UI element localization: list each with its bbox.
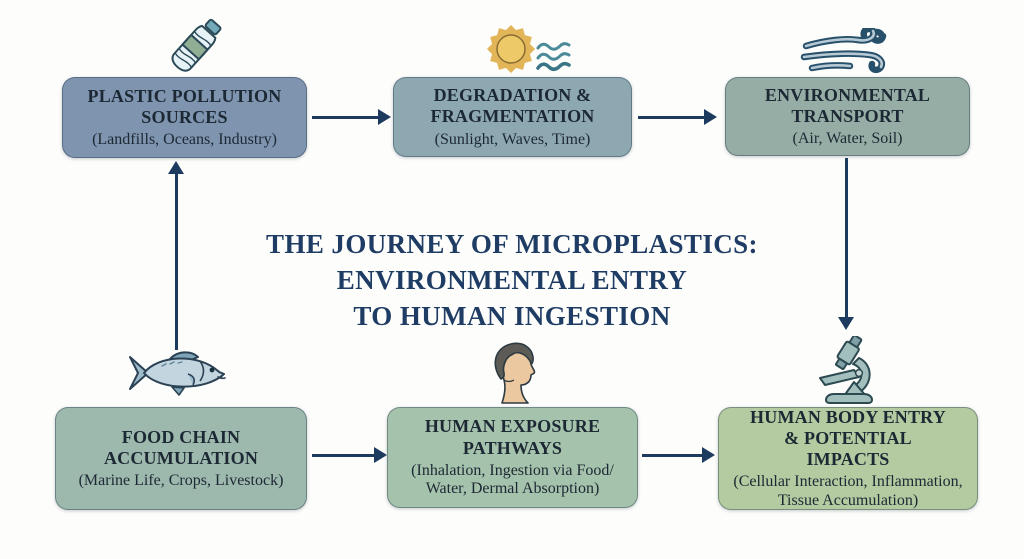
diagram-title-line-3: TO HUMAN INGESTION — [353, 301, 671, 331]
node-human-body-entry-impacts: HUMAN BODY ENTRY & POTENTIAL IMPACTS (Ce… — [718, 407, 978, 510]
diagram-title: THE JOURNEY OF MICROPLASTICS: ENVIRONMEN… — [0, 226, 1024, 334]
microscope-icon — [819, 336, 873, 404]
node-heading: HUMAN BODY ENTRY & POTENTIAL IMPACTS — [750, 406, 946, 470]
plastic-bottle-icon — [171, 18, 222, 72]
fish-icon — [129, 351, 226, 396]
node-subtitle: (Landfills, Oceans, Industry) — [92, 131, 277, 149]
node-heading: ENVIRONMENTAL TRANSPORT — [764, 84, 931, 126]
sun-and-waves-icon — [486, 24, 571, 74]
node-heading: HUMAN EXPOSURE PATHWAYS — [424, 416, 601, 458]
node-subtitle: (Air, Water, Soil) — [792, 130, 903, 148]
node-subtitle: (Cellular Interaction, Inflammation, Tis… — [733, 473, 963, 509]
node-subtitle: (Marine Life, Crops, Livestock) — [78, 472, 284, 490]
node-heading: PLASTIC POLLUTION SOURCES — [87, 85, 282, 127]
node-subtitle: (Inhalation, Ingestion via Food/ Water, … — [411, 461, 614, 498]
node-plastic-pollution-sources: PLASTIC POLLUTION SOURCES (Landfills, Oc… — [62, 77, 307, 158]
node-heading: DEGRADATION & FRAGMENTATION — [430, 85, 595, 127]
node-environmental-transport: ENVIRONMENTAL TRANSPORT (Air, Water, Soi… — [725, 77, 970, 156]
node-heading: FOOD CHAIN ACCUMULATION — [103, 426, 259, 468]
wind-gusts-icon — [800, 28, 887, 74]
node-subtitle: (Sunlight, Waves, Time) — [434, 130, 591, 148]
diagram-title-line-2: ENVIRONMENTAL ENTRY — [336, 265, 688, 295]
node-human-exposure-pathways: HUMAN EXPOSURE PATHWAYS (Inhalation, Ing… — [387, 407, 638, 508]
node-food-chain-accumulation: FOOD CHAIN ACCUMULATION (Marine Life, Cr… — [55, 407, 307, 510]
node-degradation-fragmentation: DEGRADATION & FRAGMENTATION (Sunlight, W… — [393, 77, 632, 157]
diagram-title-line-1: THE JOURNEY OF MICROPLASTICS: — [266, 229, 758, 259]
human-head-icon — [494, 342, 536, 404]
